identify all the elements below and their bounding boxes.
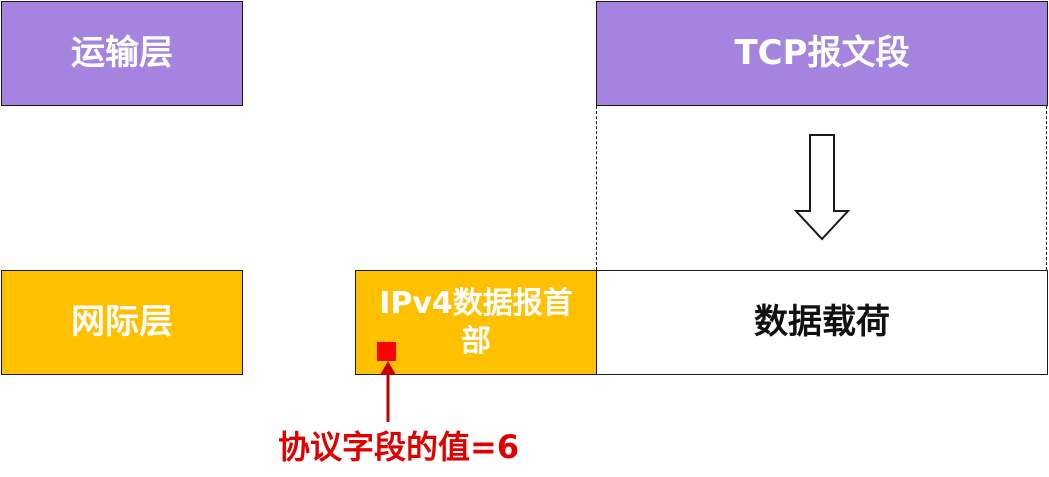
down-arrow-icon — [793, 134, 851, 241]
up-arrow-icon — [380, 361, 396, 422]
protocol-field-annotation: 协议字段的值=6 — [278, 428, 520, 466]
data-payload-box: 数据载荷 — [596, 270, 1048, 375]
transport-layer-label: 运输层 — [1, 1, 243, 106]
tcp-segment-box: TCP报文段 — [596, 1, 1048, 106]
dashed-guide-right — [1046, 106, 1047, 270]
dashed-guide-left — [596, 106, 597, 270]
protocol-field-marker — [377, 342, 396, 361]
network-layer-label: 网际层 — [1, 270, 243, 375]
